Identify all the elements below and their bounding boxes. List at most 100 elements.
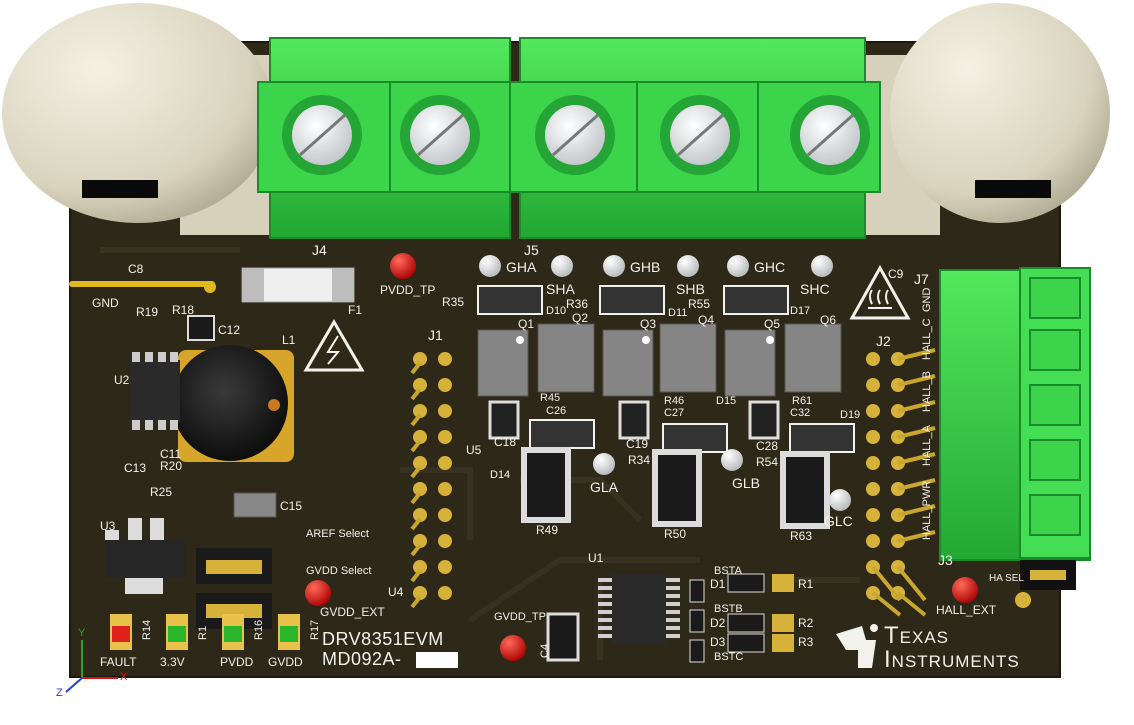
label-r17: R17: [309, 619, 321, 640]
ti-logo-line2: Instruments: [884, 646, 1020, 673]
label-c4: C4: [539, 643, 551, 658]
label-j1: J1: [428, 327, 443, 343]
label-q5: Q5: [764, 317, 781, 331]
terminal-block-j5: [509, 37, 881, 239]
test-points-white: [479, 255, 851, 511]
label-r34: R34: [628, 453, 651, 467]
label-c8: C8: [128, 262, 144, 276]
label-r46: R46: [664, 395, 685, 407]
label-hall-c: HALL_C: [921, 318, 933, 360]
label-glc: GLC: [824, 513, 853, 529]
bootstrap-components: [689, 573, 794, 663]
label-sha: SHA: [546, 281, 575, 297]
label-c26: C26: [546, 405, 567, 417]
label-r49: R49: [536, 523, 559, 537]
label-d15: D15: [716, 395, 737, 407]
led-gvdd: [278, 614, 300, 650]
label-pvdd-tp: PVDD_TP: [380, 283, 436, 297]
bulk-capacitor-left: [2, 3, 274, 235]
led-fault: [110, 614, 132, 650]
fuse-f1: [241, 267, 355, 303]
label-r16: R16: [253, 619, 265, 640]
label-shb: SHB: [676, 281, 705, 297]
label-led-fault: FAULT: [100, 655, 137, 669]
label-j2: J2: [876, 333, 891, 349]
label-r61: R61: [792, 395, 813, 407]
label-gvdd-select: GVDD Select: [306, 565, 372, 577]
label-d17: D17: [790, 305, 811, 317]
jumper-gvdd-select: [196, 593, 272, 629]
terminal-block-j7: [939, 267, 1091, 561]
mosfet-bank: [477, 323, 842, 397]
label-r36: R36: [566, 297, 589, 311]
ti-logo-line1: Texas: [884, 622, 950, 649]
label-r63: R63: [790, 529, 813, 543]
label-r54: R54: [756, 455, 779, 469]
label-hall-sel: HA SEL: [988, 573, 1024, 584]
axis-triad-icon: [65, 640, 118, 693]
capacitor-c15: [233, 492, 277, 518]
test-point-gvdd-ext: [305, 580, 331, 606]
label-r1: R1: [798, 577, 814, 591]
label-l1: L1: [282, 333, 296, 347]
hot-surface-warning-icon: [849, 264, 911, 320]
label-ghb: GHB: [630, 259, 661, 275]
label-r25: R25: [150, 485, 173, 499]
gate-diodes-high: [477, 285, 789, 315]
label-c12: C12: [218, 323, 241, 337]
label-j5: J5: [524, 242, 539, 258]
axis-z-label: Z: [56, 687, 63, 699]
label-c13: C13: [124, 461, 147, 475]
label-bstc: BSTC: [714, 651, 744, 663]
label-q6: Q6: [820, 313, 837, 327]
label-r45: R45: [540, 392, 561, 404]
label-bstb: BSTB: [714, 603, 743, 615]
small-capacitors: [488, 400, 780, 662]
label-c18: C18: [494, 435, 517, 449]
label-j7: J7: [914, 271, 929, 287]
label-r18: R18: [172, 303, 195, 317]
label-d10: D10: [546, 305, 567, 317]
shunt-resistors: [521, 447, 830, 529]
label-r55: R55: [688, 297, 711, 311]
label-led-pvdd: PVDD: [220, 655, 254, 669]
label-hall-ext: HALL_EXT: [936, 603, 997, 617]
high-voltage-warning-icon: [303, 319, 365, 372]
label-r3: R3: [798, 635, 814, 649]
ic-u2: [130, 360, 180, 422]
label-r19: R19: [136, 305, 159, 319]
gnd-wire-c8: [69, 281, 216, 293]
gate-diodes-low: [529, 419, 855, 453]
jumper-aref-select: [196, 548, 272, 584]
label-led-gvdd: GVDD: [268, 655, 303, 669]
label-j3: J3: [938, 552, 953, 568]
label-d14: D14: [490, 469, 511, 481]
label-led-3v3: 3.3V: [160, 655, 185, 669]
label-r2: R2: [798, 616, 814, 630]
label-hall-a: HALL_A: [921, 425, 933, 466]
label-d1: D1: [710, 577, 726, 591]
label-q2: Q2: [572, 311, 589, 325]
label-d19: D19: [840, 409, 861, 421]
bulk-capacitor-right: [850, 3, 1110, 235]
label-f1: F1: [348, 303, 363, 317]
label-d2: D2: [710, 616, 726, 630]
label-r35: R35: [442, 295, 465, 309]
label-c28: C28: [756, 439, 779, 453]
label-hall-gnd: GND: [921, 287, 933, 312]
label-q4: Q4: [698, 313, 715, 327]
regulator-u3: [105, 518, 185, 594]
axis-x-label: X: [120, 671, 128, 683]
label-gvdd-ext: GVDD_EXT: [320, 605, 385, 619]
led-pvdd: [222, 614, 244, 650]
label-aref-select: AREF Select: [306, 528, 369, 540]
board-part-number: MD092A-: [322, 649, 402, 669]
label-u3: U3: [100, 519, 116, 533]
label-u5: U5: [466, 443, 482, 457]
test-point-gvdd: [500, 635, 526, 661]
ti-logo-icon: [836, 624, 878, 668]
label-ghc: GHC: [754, 259, 786, 275]
label-glb: GLB: [732, 475, 761, 491]
terminal-block-j4: [257, 37, 523, 239]
